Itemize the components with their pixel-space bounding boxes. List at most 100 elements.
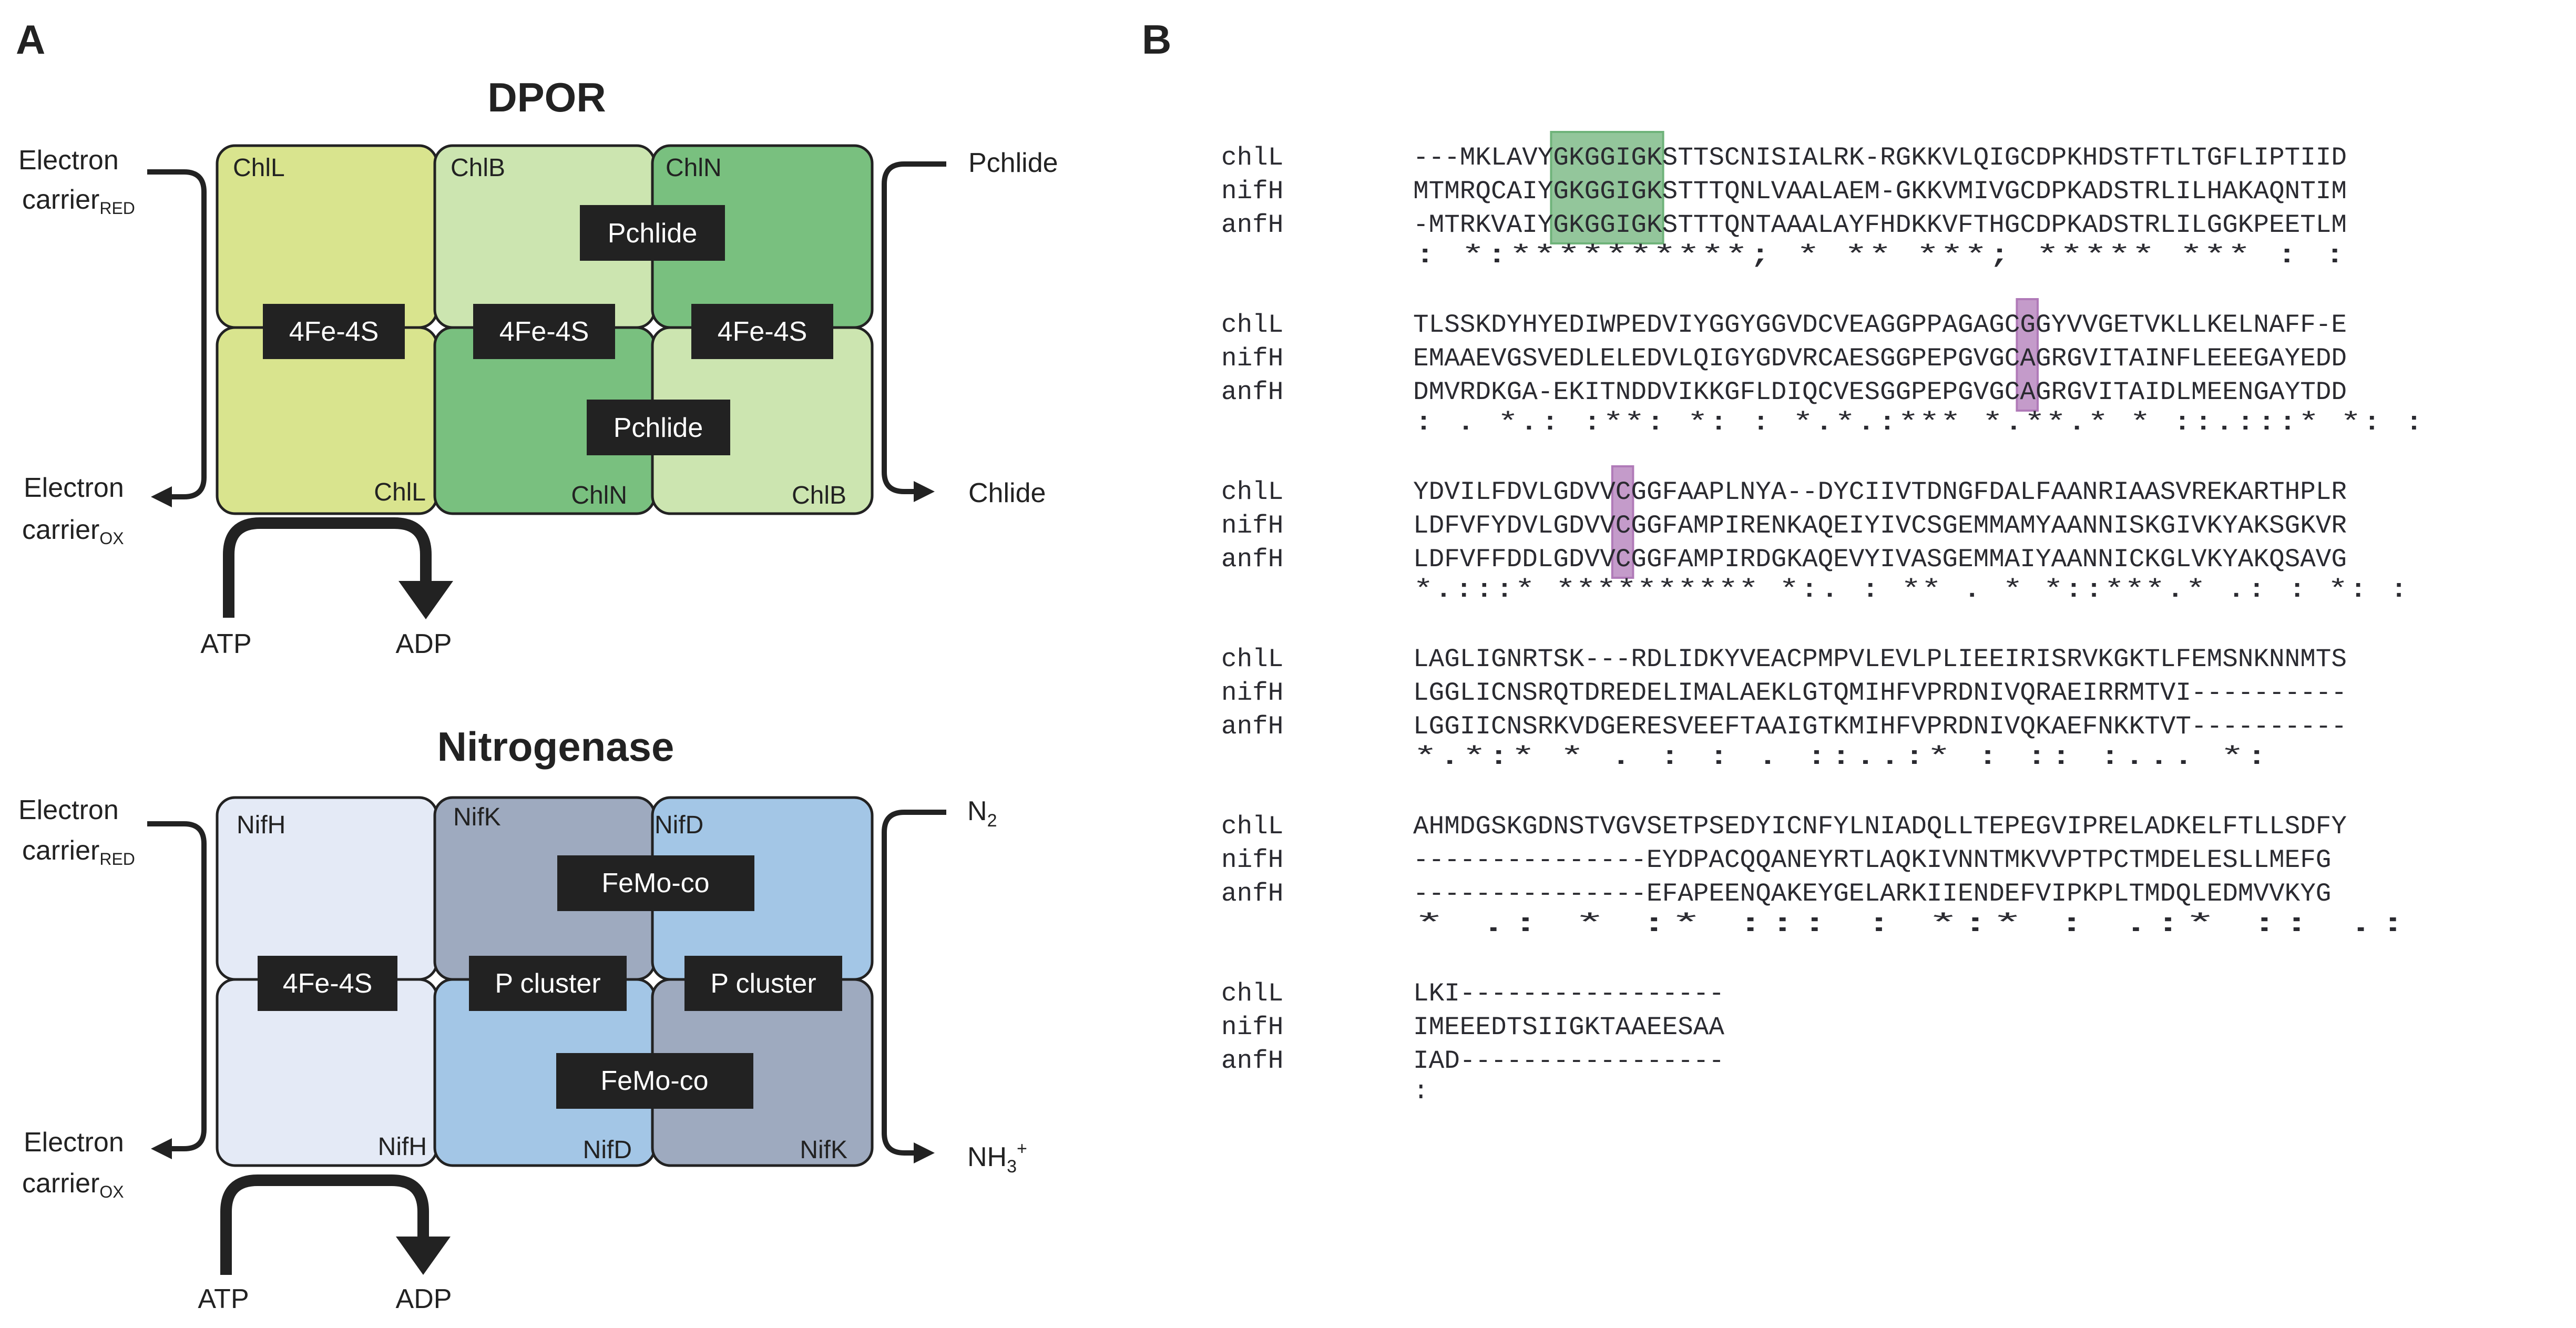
alignment-row-name: anfH: [1221, 1046, 1283, 1076]
dpor-adp: ADP: [396, 629, 452, 659]
dpor-electron-out-sub: OX: [99, 529, 124, 548]
alignment-row-name: chlL: [1221, 645, 1283, 674]
dpor-electron-in-word: carrier: [22, 185, 99, 215]
alignment-sequence: LDFVFFDDLGDVVCGGFAMPIRDGKAQEVYIVASGEMMAI…: [1413, 545, 2347, 574]
nitrogenase-label-top-1: NifH: [237, 811, 285, 839]
nitrogenase-right-in: N2: [967, 796, 997, 831]
alignment-sequence: LDFVFYDVLGDVVCGGFAMPIRENKAQEIYIVCSGEMMAM…: [1413, 511, 2347, 540]
alignment-sequence: LKI-----------------: [1413, 979, 1724, 1008]
alignment-row-name: anfH: [1221, 377, 1283, 407]
nitrogenase-substrate-label-1: FeMo-co: [601, 868, 709, 898]
dpor-electron-in-line1: Electron: [18, 145, 119, 176]
nitrogenase-adp: ADP: [396, 1284, 452, 1314]
panel-b-letter: B: [1142, 16, 1171, 63]
alignment-sequence: LGGLICNSRQTDREDELIMALAEKLGTQMIHFVPRDNIVQ…: [1413, 678, 2347, 708]
dpor-electron-in-line2: carrierRED: [22, 185, 135, 218]
cysteine-highlight-1: [2016, 298, 2039, 412]
alignment-row-name: chlL: [1221, 477, 1283, 507]
alignment-sequence: LGGIICNSRKVDGERESVEEFTAAIGTKMIHFVPRDNIVQ…: [1413, 712, 2347, 741]
alignment-sequence: EMAAEVGSVEDLELEDVLQIGYGDVRCAESGGPEPGVGCA…: [1413, 344, 2347, 373]
alignment-row-name: anfH: [1221, 545, 1283, 574]
dpor-label-top-3: ChlN: [666, 154, 722, 182]
alignment-row-name: chlL: [1221, 979, 1283, 1008]
alignment-row-name: anfH: [1221, 879, 1283, 908]
dpor-substrate-box-1: [580, 205, 725, 261]
nitrogenase-cluster-box-2: [469, 956, 627, 1011]
alignment-sequence: IMEEEDTSIIGKTAAEESAA: [1413, 1013, 1724, 1042]
dpor-cluster-box-3: [691, 304, 833, 359]
walker-a-motif-highlight: [1550, 131, 1664, 244]
dpor-cluster-box-2: [473, 304, 615, 359]
dpor-cluster-label-2: 4Fe-4S: [499, 316, 589, 347]
nitrogenase-electron-in-line2: carrierRED: [22, 835, 135, 869]
alignment-row-name: nifH: [1221, 845, 1283, 875]
alignment-consensus: * .: * :* ::: : *:* : .:* :: .:: [1413, 910, 2409, 939]
nitrogenase-cluster-label-3: P cluster: [710, 968, 816, 999]
nitrogenase-substrate-box-2: [556, 1053, 753, 1109]
dpor-electron-arrow: [147, 169, 207, 507]
nitrogenase-label-bottom-2: NifD: [583, 1136, 632, 1164]
nitrogenase-electron-in-word: carrier: [22, 835, 99, 866]
dpor-label-bottom-1: ChlL: [374, 478, 426, 506]
nitrogenase-right-out-sub: 3: [1007, 1157, 1017, 1177]
nitrogenase-label-top-3: NifD: [655, 811, 703, 839]
nitrogenase-label-bottom-3: NifK: [800, 1136, 847, 1164]
dpor-atp: ATP: [200, 629, 251, 659]
dpor-atp-arrow: [223, 517, 432, 618]
alignment-sequence: DMVRDKGA-EKITNDDVIKKGFLDIQCVESGGPEPGVGCA…: [1413, 377, 2347, 407]
alignment-sequence: ---MKLAVYGKGGIGKSTTSCNISIALRK-RGKKVLQIGC…: [1413, 143, 2347, 172]
dpor-electron-out-line2: carrierOX: [22, 515, 124, 548]
dpor-label-top-2: ChlB: [451, 154, 505, 182]
alignment-consensus: : . *.: :**: *: : *.*.:*** *.**.* * ::.:…: [1413, 408, 2425, 437]
nitrogenase-atp: ATP: [198, 1284, 249, 1314]
alignment-row-name: chlL: [1221, 310, 1283, 340]
nitrogenase-substrate-label-2: FeMo-co: [600, 1066, 708, 1096]
nitrogenase-right-in-main: N: [967, 796, 987, 826]
dpor-substrate-box-2: [587, 400, 730, 455]
alignment-consensus: *.*:* * . : : . ::..:* : :: :... *:: [1413, 742, 2269, 772]
nitrogenase-diagram: Nitrogenase NifH NifK NifD NifH NifD Nif…: [18, 723, 1027, 1314]
alignment-sequence: -MTRKVAIYGKGGIGKSTTTQNTAAALAYFHDKKVFTHGC…: [1413, 210, 2347, 240]
nitrogenase-atp-arrowhead: [396, 1237, 451, 1275]
alignment-row-name: nifH: [1221, 177, 1283, 206]
dpor-right-in: Pchlide: [968, 148, 1058, 178]
dpor-substrate-arrow: [882, 161, 946, 502]
nitrogenase-atp-arrow: [220, 1174, 429, 1275]
alignment-row-name: nifH: [1221, 678, 1283, 708]
dpor-atp-arrowhead: [398, 581, 453, 619]
nitrogenase-electron-out-line2: carrierOX: [22, 1168, 124, 1201]
alignment-row-name: nifH: [1221, 511, 1283, 540]
alignment-sequence: MTMRQCAIYGKGGIGKSTTTQNLVAALAEM-GKKVMIVGC…: [1413, 177, 2347, 206]
dpor-label-bottom-3: ChlB: [792, 482, 846, 509]
sequence-alignment: chlL ---MKLAVYGKGGIGKSTTSCNISIALRK-RGKKVL…: [1221, 131, 2425, 1106]
panel-a-letter: A: [16, 16, 45, 63]
dpor-cluster-box-1: [263, 304, 405, 359]
dpor-substrate-label-2: Pchlide: [614, 413, 703, 443]
alignment-sequence: TLSSKDYHYEDIWPEDVIYGGYGGVDCVEAGGPPAGAGCG…: [1413, 310, 2347, 340]
nitrogenase-substrate-arrow: [882, 810, 946, 1163]
nitrogenase-electron-in-line1: Electron: [18, 795, 119, 825]
alignment-sequence: YDVILFDVLGDVVCGGFAAPLNYA--DYCIIVTDNGFDAL…: [1413, 477, 2347, 507]
dpor-right-out: Chlide: [968, 478, 1046, 508]
dpor-electron-out-word: carrier: [22, 515, 99, 545]
alignment-sequence: AHMDGSKGDNSTVGVSETPSEDYICNFYLNIADQLLTEPE…: [1413, 812, 2347, 841]
alignment-sequence: ---------------EYDPACQQANEYRTLAQKIVNNTMK…: [1413, 845, 2331, 875]
nitrogenase-cluster-box-1: [258, 956, 397, 1011]
nitrogenase-cluster-label-1: 4Fe-4S: [283, 968, 373, 999]
alignment-row-name: chlL: [1221, 812, 1283, 841]
alignment-row-name: nifH: [1221, 1013, 1283, 1042]
nitrogenase-substrate-box-1: [557, 855, 754, 911]
dpor-diagram: DPOR ChlL ChlB ChlN ChlL ChlN ChlB 4Fe-4…: [18, 74, 1058, 659]
nitrogenase-cluster-label-2: P cluster: [495, 968, 600, 999]
dpor-electron-in-sub: RED: [99, 199, 135, 218]
alignment-row-name: chlL: [1221, 143, 1283, 172]
alignment-sequence: LAGLIGNRTSK---RDLIDKYVEACPMPVLEVLPLIEEIR…: [1413, 645, 2347, 674]
alignment-sequence: IAD-----------------: [1413, 1046, 1724, 1076]
nitrogenase-label-top-2: NifK: [453, 803, 501, 831]
dpor-title: DPOR: [487, 74, 606, 120]
nitrogenase-right-out-sup: +: [1017, 1139, 1027, 1159]
nitrogenase-electron-out-line1: Electron: [24, 1127, 124, 1158]
alignment-row-name: nifH: [1221, 344, 1283, 373]
nitrogenase-electron-out-word: carrier: [22, 1168, 99, 1199]
